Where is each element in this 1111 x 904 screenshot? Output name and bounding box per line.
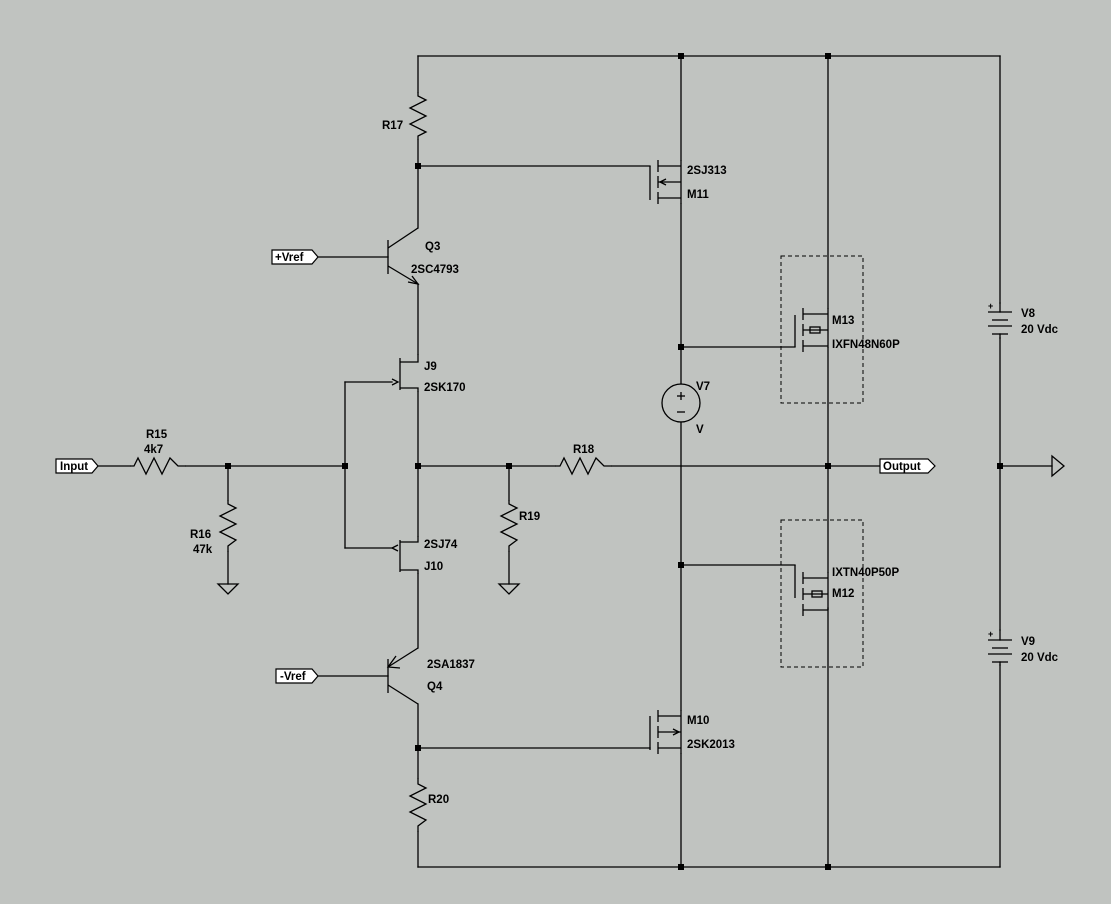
- mosfet-m13: M13 IXFN48N60P: [780, 255, 900, 404]
- mosfet-m10: M10 2SK2013: [649, 710, 735, 754]
- r19-label: R19: [519, 511, 540, 523]
- ground-symbol: [1051, 454, 1066, 478]
- v8-label: V8: [1021, 308, 1036, 320]
- svg-text:+: +: [988, 301, 993, 311]
- port-vref-negative: -Vref: [275, 668, 319, 684]
- voltage-source-v7: V7 V: [661, 381, 710, 436]
- port-vref-positive-label: +Vref: [275, 252, 304, 264]
- mosfet-m11: 2SJ313 M11: [649, 160, 727, 204]
- m12-label: M12: [832, 588, 854, 600]
- resistor-r16: R16 47k: [190, 500, 238, 556]
- port-input: Input: [55, 458, 99, 474]
- q3-part: 2SC4793: [411, 264, 459, 276]
- port-output-label: Output: [883, 461, 921, 473]
- port-vref-positive: +Vref: [271, 249, 319, 265]
- port-vref-negative-label: -Vref: [280, 671, 306, 683]
- transistor-q3: Q3 2SC4793: [387, 227, 459, 285]
- battery-v9: + V9 20 Vdc: [988, 629, 1059, 666]
- junctions: [225, 53, 1003, 870]
- jfet-j10: 2SJ74 J10: [390, 536, 458, 574]
- v7-label: V7: [696, 381, 710, 393]
- r15-label: R15: [146, 429, 168, 441]
- m11-label: M11: [687, 189, 709, 201]
- q3-label: Q3: [425, 241, 440, 253]
- transistor-q4: 2SA1837 Q4: [386, 647, 475, 705]
- ground-symbol: [216, 583, 240, 595]
- resistor-r18: R18: [555, 444, 612, 476]
- q4-part: 2SA1837: [427, 659, 475, 671]
- resistor-r15: R15 4k7: [130, 429, 186, 476]
- r15-value: 4k7: [144, 444, 163, 456]
- m12-part: IXTN40P50P: [832, 567, 899, 579]
- ground-symbol: [497, 583, 521, 595]
- q4-label: Q4: [427, 681, 443, 693]
- j10-label: J10: [424, 561, 443, 573]
- port-output: Output: [879, 458, 936, 474]
- resistor-r20: R20: [408, 778, 449, 832]
- r17-label: R17: [382, 120, 403, 132]
- m13-part: IXFN48N60P: [832, 339, 900, 351]
- v7-value: V: [696, 424, 704, 436]
- v9-value: 20 Vdc: [1021, 652, 1059, 664]
- r18-label: R18: [573, 444, 595, 456]
- jfet-j9: J9 2SK170: [391, 354, 466, 394]
- j9-label: J9: [424, 361, 437, 373]
- j10-part: 2SJ74: [424, 539, 458, 551]
- r16-value: 47k: [193, 544, 213, 556]
- j9-part: 2SK170: [424, 382, 466, 394]
- v9-label: V9: [1021, 636, 1035, 648]
- m10-label: M10: [687, 715, 709, 727]
- m11-part: 2SJ313: [687, 165, 727, 177]
- resistor-r17: R17: [382, 92, 428, 140]
- mosfet-m12: IXTN40P50P M12: [780, 519, 899, 668]
- m13-label: M13: [832, 315, 854, 327]
- m10-part: 2SK2013: [687, 739, 735, 751]
- v8-value: 20 Vdc: [1021, 324, 1059, 336]
- svg-text:+: +: [988, 629, 993, 639]
- r20-label: R20: [428, 794, 449, 806]
- battery-v8: + V8 20 Vdc: [988, 301, 1059, 339]
- wires: [97, 55, 1053, 868]
- r16-label: R16: [190, 529, 211, 541]
- port-input-label: Input: [60, 461, 88, 473]
- resistor-r19: R19: [499, 500, 540, 552]
